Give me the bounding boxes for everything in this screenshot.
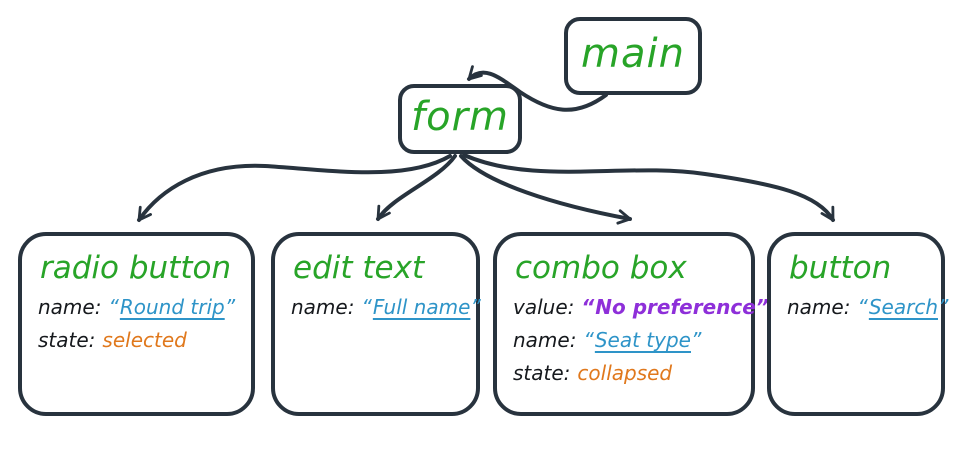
open-quote: “: [361, 295, 373, 319]
prop-value-text: Full name: [372, 295, 471, 319]
prop-label: name:: [291, 295, 355, 319]
node-combo-box-title: combo box: [515, 250, 687, 286]
prop-row-name: name:“Search”: [787, 295, 948, 319]
open-quote: “: [581, 295, 596, 319]
prop-value: “Round trip”: [108, 295, 236, 319]
node-button: button name:“Search”: [767, 232, 948, 416]
prop-value-text: No preference: [595, 295, 756, 319]
node-main: main: [564, 17, 702, 95]
node-main-label: main: [581, 31, 685, 77]
prop-row-name: name:“Seat type”: [513, 328, 737, 352]
prop-value: selected: [102, 328, 187, 352]
prop-label: value:: [513, 295, 575, 319]
prop-value: “No preference”: [581, 295, 769, 319]
close-quote: ”: [470, 295, 482, 319]
prop-row-state: state:selected: [38, 328, 237, 352]
prop-row-value: value:“No preference”: [513, 295, 769, 319]
prop-row-name: name:“Full name”: [291, 295, 481, 319]
edge-form-to-combo-box: [459, 154, 632, 225]
close-quote: ”: [224, 295, 237, 319]
open-quote: “: [583, 328, 595, 352]
edge-form-to-edit-text: [376, 154, 457, 221]
prop-value: “Search”: [857, 295, 949, 319]
open-quote: “: [857, 295, 869, 319]
prop-label: name:: [38, 295, 102, 319]
node-combo-box: combo box value:“No preference” name:“Se…: [493, 232, 769, 416]
prop-value-text: Round trip: [119, 295, 225, 319]
close-quote: ”: [938, 295, 950, 319]
prop-value: collapsed: [577, 361, 673, 385]
close-quote: ”: [755, 295, 770, 319]
node-radio-button: radio button name:“Round trip” state:sel…: [18, 232, 255, 416]
prop-label: state:: [38, 328, 96, 352]
prop-label: state:: [513, 361, 571, 385]
prop-value: “Seat type”: [583, 328, 702, 352]
prop-row-state: state:collapsed: [513, 361, 737, 385]
close-quote: ”: [690, 328, 703, 352]
node-form-label: form: [411, 94, 509, 140]
edge-form-to-radio-button: [137, 154, 452, 222]
prop-value: “Full name”: [361, 295, 481, 319]
prop-value-text: Search: [868, 295, 938, 319]
prop-label: name:: [513, 328, 577, 352]
node-edit-text: edit text name:“Full name”: [271, 232, 481, 416]
prop-value-text: Seat type: [594, 328, 691, 352]
prop-label: name:: [787, 295, 851, 319]
node-button-title: button: [789, 250, 892, 286]
node-radio-button-title: radio button: [40, 250, 232, 286]
open-quote: “: [108, 295, 120, 319]
node-form: form: [398, 84, 522, 154]
edge-form-to-button: [462, 153, 835, 222]
node-edit-text-title: edit text: [293, 250, 425, 286]
prop-row-name: name:“Round trip”: [38, 295, 237, 319]
